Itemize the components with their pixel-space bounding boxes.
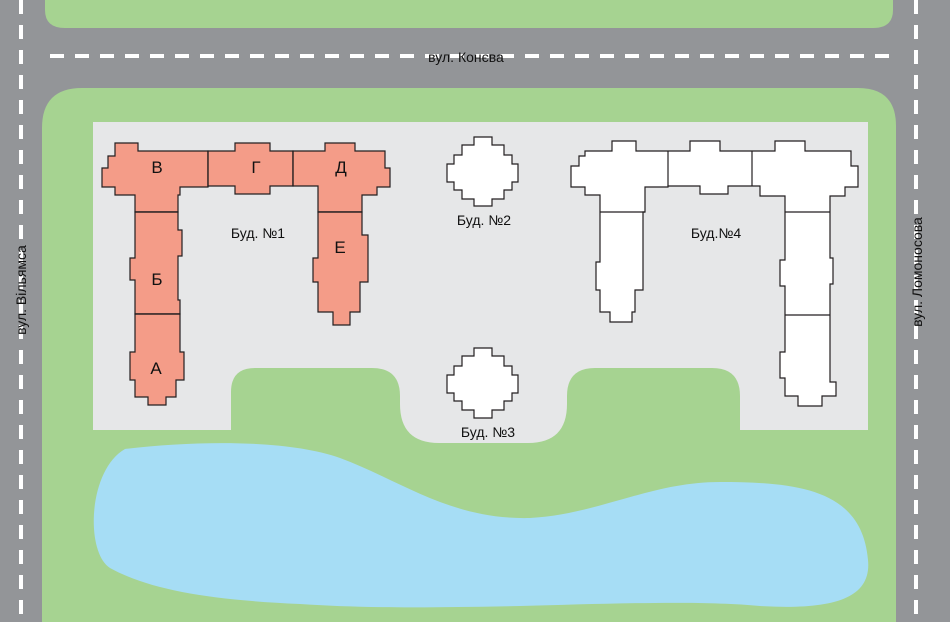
lake <box>93 443 869 608</box>
building-2[interactable] <box>446 136 519 207</box>
grass-top-strip <box>45 0 893 28</box>
section-label-d: Д <box>335 158 347 177</box>
building-1-label: Буд. №1 <box>231 225 285 241</box>
section-label-a: А <box>150 359 162 378</box>
section-label-v: В <box>151 158 162 177</box>
section-d[interactable] <box>292 142 391 213</box>
street-label-konieva: вул. Конєва <box>428 49 504 65</box>
section-e[interactable] <box>312 211 369 326</box>
section-label-e: Е <box>334 238 345 257</box>
building-3-label: Буд. №3 <box>461 424 515 440</box>
building-2-label: Буд. №2 <box>457 212 511 228</box>
section-a[interactable] <box>129 313 185 406</box>
building-4-outline[interactable] <box>570 140 859 407</box>
section-label-b: Б <box>151 270 162 289</box>
building-3[interactable] <box>446 347 519 419</box>
section-b[interactable] <box>129 211 183 315</box>
street-label-lomonosova: вул. Ломоносова <box>909 217 925 327</box>
section-label-g: Г <box>251 158 260 177</box>
street-label-vilyamsa: вул. Вільямса <box>13 245 29 335</box>
building-1[interactable] <box>101 142 391 406</box>
building-4[interactable] <box>570 140 859 407</box>
construction-site <box>93 122 868 443</box>
building-4-label: Буд.№4 <box>691 225 741 241</box>
